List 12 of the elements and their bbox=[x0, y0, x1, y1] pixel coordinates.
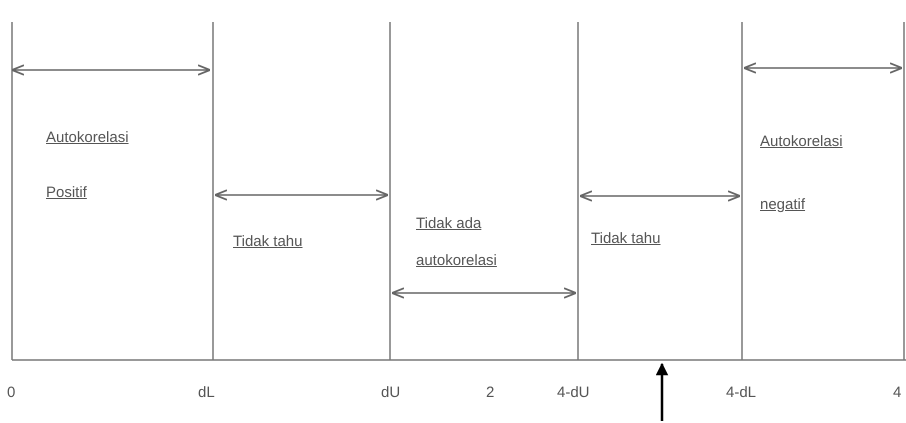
region-label: Autokorelasi Positif bbox=[46, 128, 130, 203]
tick-label: dU bbox=[381, 383, 400, 403]
tick-label: 0 bbox=[7, 383, 16, 403]
tick-label: 4-dU bbox=[557, 383, 590, 403]
tick-label: 2 bbox=[486, 383, 494, 403]
region-label: Tidak ada autokorelasi bbox=[416, 214, 498, 271]
tick-label: 4 bbox=[893, 383, 902, 403]
tick-label: dL bbox=[198, 383, 215, 403]
region-label: Tidak tahu bbox=[591, 229, 660, 249]
tick-label: 4-dL bbox=[726, 383, 756, 403]
region-label: Tidak tahu bbox=[233, 232, 302, 252]
region-label: Autokorelasi negatif bbox=[760, 132, 844, 215]
